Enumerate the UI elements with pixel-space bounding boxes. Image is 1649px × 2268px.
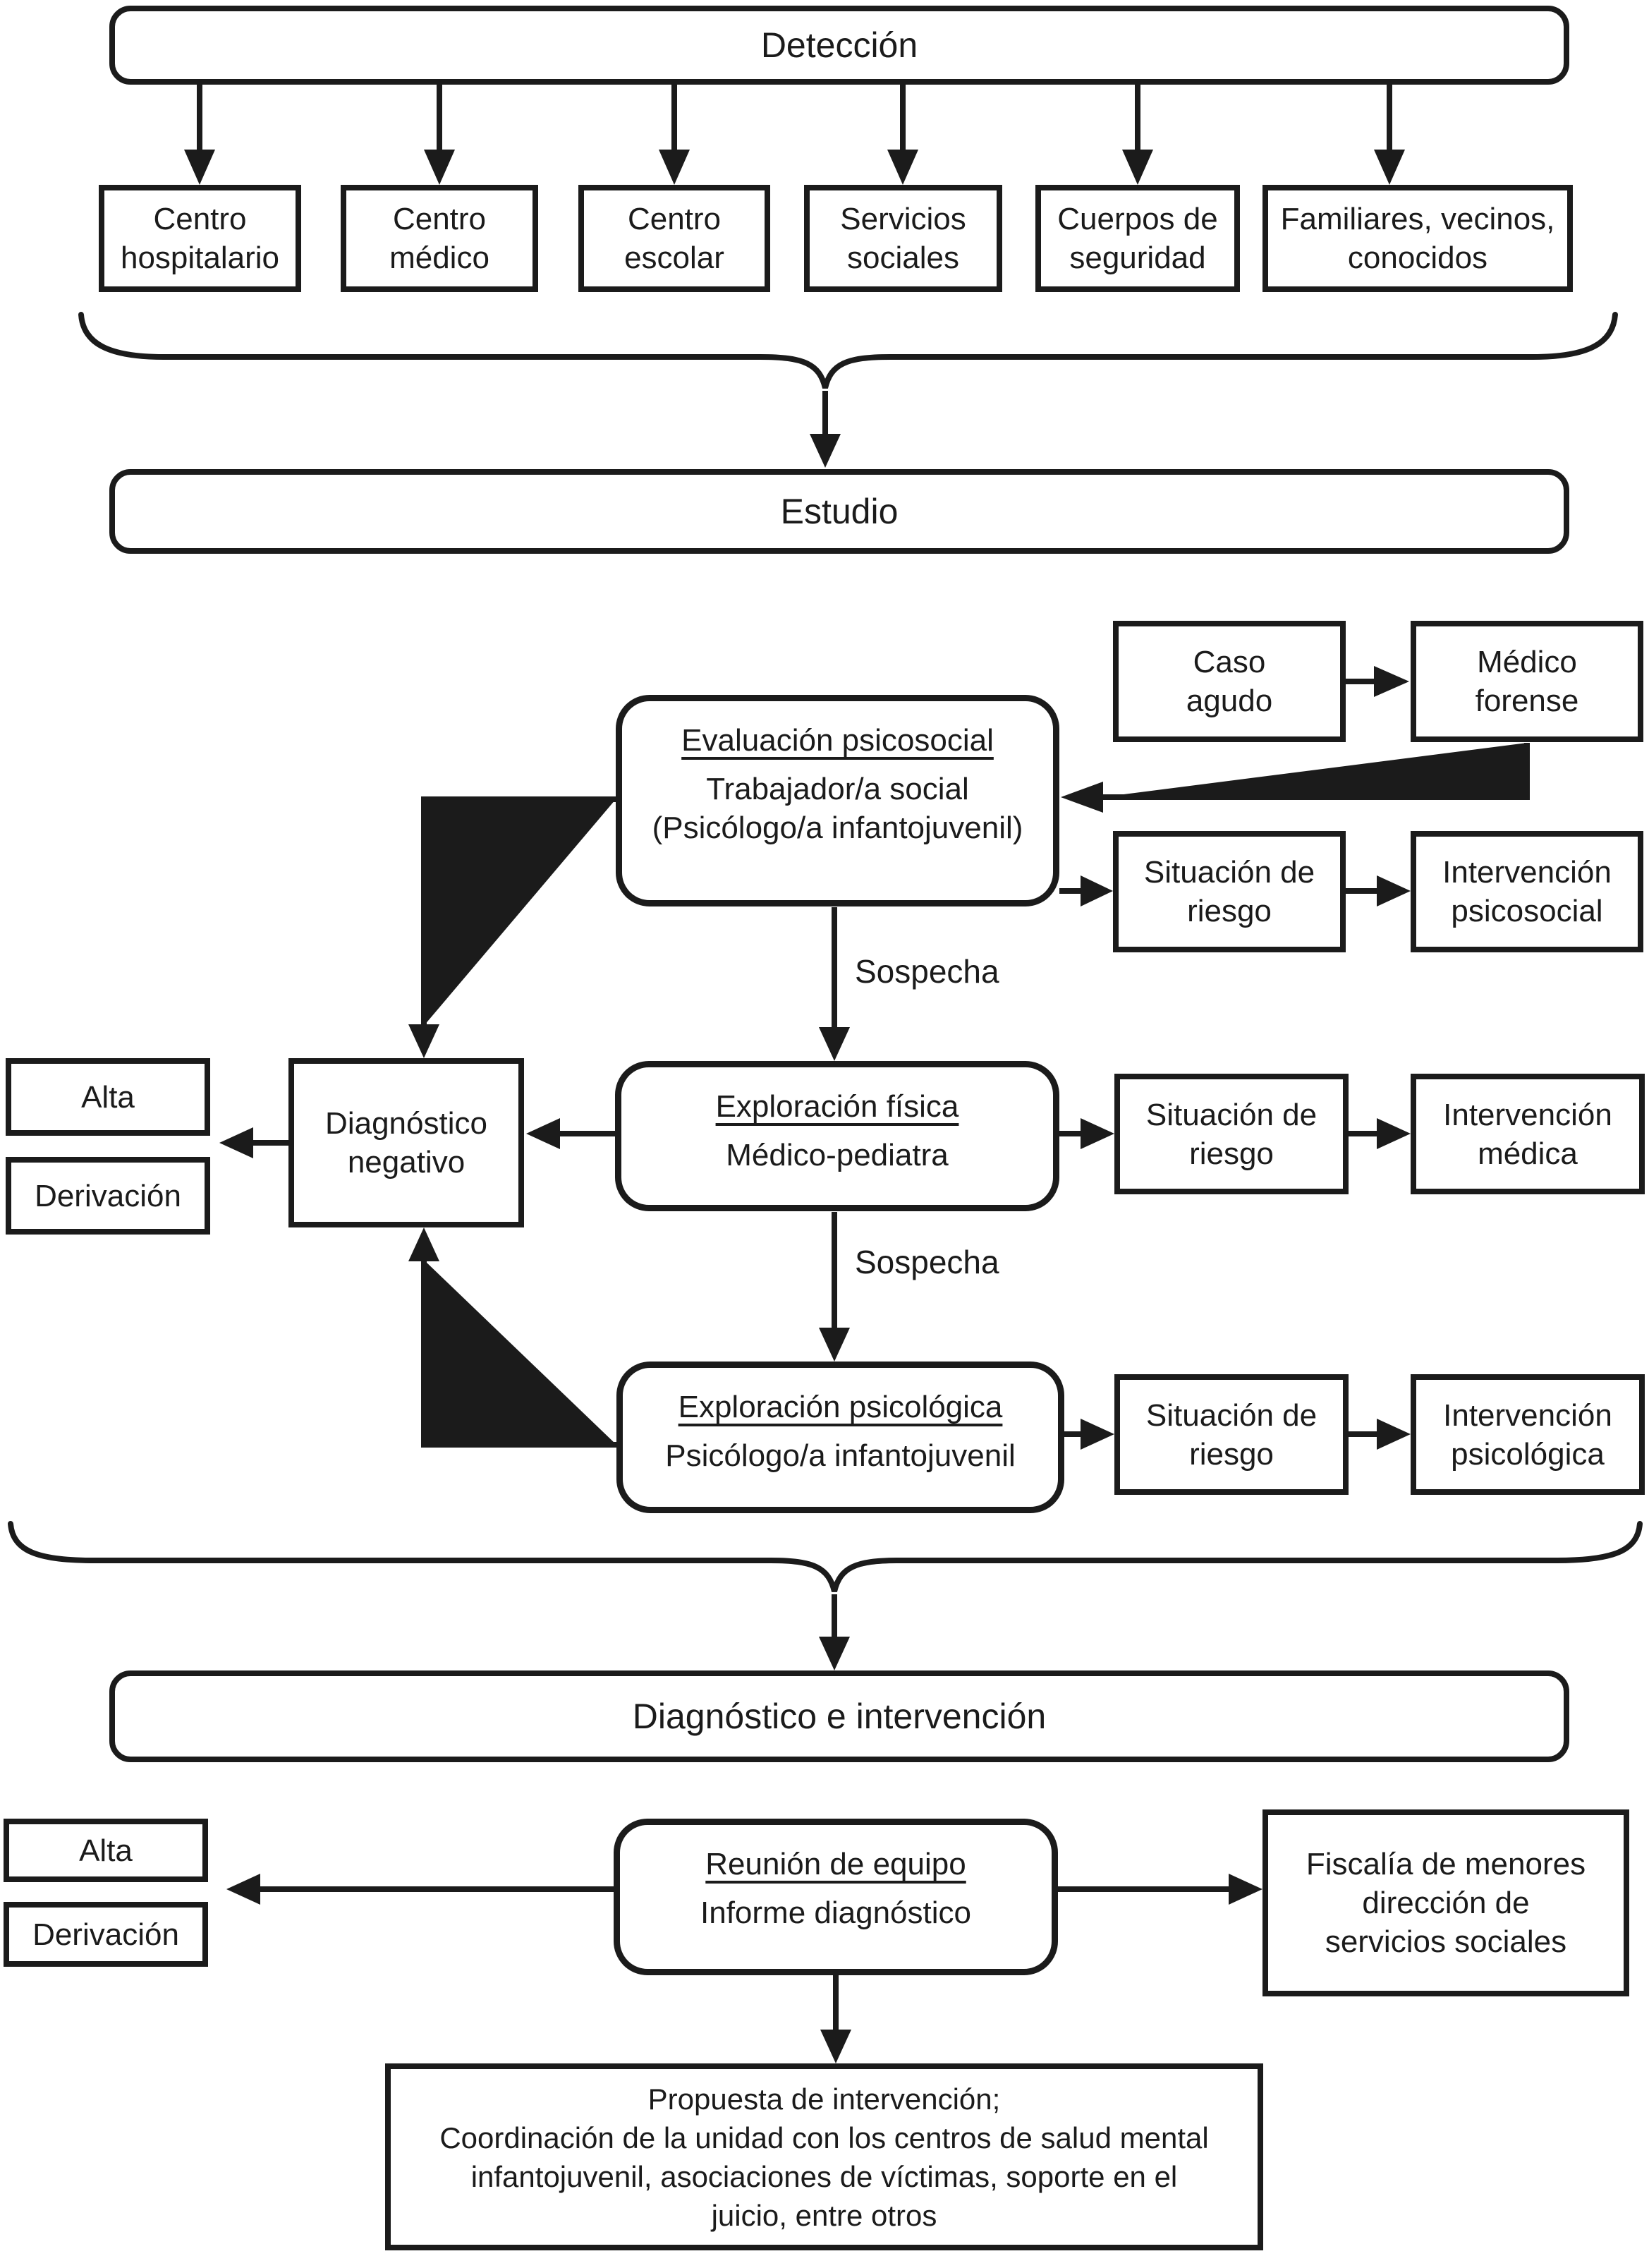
situacion3-to-intervencion3-arrow: [1349, 1419, 1411, 1450]
expfisica-to-diagnostico-arrow: [526, 1118, 615, 1149]
source-label: Centro escolar: [624, 202, 724, 275]
caso-agudo-label: Caso agudo: [1186, 645, 1273, 718]
banner-deteccion-label: Detección: [760, 25, 918, 65]
derivacion-mid-box: Derivación: [6, 1157, 210, 1235]
derivacion-label: Derivación: [32, 1917, 179, 1952]
exppsico-to-diagnostico-connector: [408, 1227, 616, 1448]
derivacion-bottom-box: Derivación: [4, 1902, 208, 1967]
propuesta-label: Propuesta de intervención; Coordinación …: [439, 2082, 1209, 2232]
source-servicios-sociales: Servicios sociales: [804, 185, 1002, 292]
forense-to-evaluacion-connector: [1061, 743, 1530, 813]
situacion-riesgo-label: Situación de riesgo: [1143, 855, 1315, 928]
situacion-riesgo-2-box: Situación de riesgo: [1114, 1074, 1349, 1194]
deteccion-to-sources-arrows: [184, 85, 1405, 185]
banner-diagnostico-intervencion: Diagnóstico e intervención: [109, 1670, 1569, 1762]
exploracion-psicologica-staff: Psicólogo/a infantojuvenil: [665, 1438, 1016, 1473]
reunion-staff: Informe diagnóstico: [700, 1896, 971, 1930]
propuesta-box: Propuesta de intervención; Coordinación …: [385, 2063, 1263, 2250]
sospecha1-arrow: [819, 907, 850, 1061]
exppsico-to-situacion3-arrow: [1064, 1419, 1114, 1450]
situacion2-to-intervencion2-arrow: [1349, 1118, 1411, 1149]
exploracion-fisica-box: Exploración física Médico-pediatra: [615, 1061, 1059, 1211]
evaluacion-staff2: (Psicólogo/a infantojuvenil): [652, 811, 1023, 845]
source-label: Servicios sociales: [840, 202, 966, 275]
sospecha-label-2: Sospecha: [855, 1243, 999, 1282]
intervencion-medica-box: Intervención médica: [1411, 1074, 1645, 1194]
situacion-riesgo-label: Situación de riesgo: [1145, 1397, 1318, 1472]
reunion-to-propuesta-arrow: [820, 1975, 851, 2063]
evaluacion-title: Evaluación psicosocial: [681, 723, 994, 758]
intervencion-psicosocial-box: Intervención psicosocial: [1411, 831, 1643, 952]
derivacion-label: Derivación: [35, 1178, 181, 1213]
reunion-equipo-box: Reunión de equipo Informe diagnóstico: [614, 1819, 1058, 1975]
medico-forense-box: Médico forense: [1411, 621, 1643, 742]
medico-forense-label: Médico forense: [1475, 645, 1579, 718]
alta-bottom-box: Alta: [4, 1819, 208, 1882]
source-label: Cuerpos de seguridad: [1057, 202, 1218, 275]
expfisica-to-situacion2-arrow: [1059, 1118, 1114, 1149]
caso-to-forense-arrow: [1346, 666, 1409, 697]
evaluacion-to-diagnostico-connector: [408, 796, 616, 1058]
sospecha-text: Sospecha: [855, 953, 999, 990]
alta-mid-box: Alta: [6, 1058, 210, 1136]
source-label: Centro hospitalario: [120, 202, 280, 275]
evaluacion-to-situacion1-arrow: [1059, 875, 1113, 906]
banner-deteccion: Detección: [109, 6, 1569, 85]
caso-agudo-box: Caso agudo: [1113, 621, 1346, 742]
reunion-to-fiscalia-arrow: [1058, 1874, 1262, 1905]
evaluacion-staff1: Trabajador/a social: [706, 772, 969, 806]
fiscalia-box: Fiscalía de menores dirección de servici…: [1262, 1809, 1629, 1996]
intervencion-label: Intervención médica: [1443, 1097, 1612, 1171]
intervencion-label: Intervención psicosocial: [1442, 855, 1612, 928]
source-label: Familiares, vecinos, conocidos: [1280, 202, 1555, 275]
source-centro-escolar: Centro escolar: [578, 185, 770, 292]
diagnostico-negativo-label: Diagnóstico negativo: [325, 1106, 487, 1180]
diagnostico-negativo-box: Diagnóstico negativo: [288, 1058, 524, 1227]
brace-estudio: [8, 1521, 1643, 1593]
evaluacion-psicosocial-box: Evaluación psicosocial Trabajador/a soci…: [616, 695, 1059, 906]
source-centro-hospitalario: Centro hospitalario: [99, 185, 301, 292]
situacion-riesgo-1-box: Situación de riesgo: [1113, 831, 1346, 952]
brace-to-estudio-arrow: [810, 391, 841, 468]
source-centro-medico: Centro médico: [341, 185, 538, 292]
situacion1-to-intervencion1-arrow: [1346, 875, 1411, 906]
source-cuerpos-seguridad: Cuerpos de seguridad: [1035, 185, 1240, 292]
alta-label: Alta: [81, 1079, 135, 1115]
source-familiares-vecinos: Familiares, vecinos, conocidos: [1262, 185, 1573, 292]
banner-estudio-label: Estudio: [780, 491, 899, 531]
brace-to-diagnostico-arrow: [819, 1594, 850, 1670]
exploracion-psicologica-box: Exploración psicológica Psicólogo/a infa…: [616, 1362, 1064, 1513]
alta-label: Alta: [79, 1833, 133, 1868]
sospecha-text: Sospecha: [855, 1244, 999, 1280]
banner-diagnostico-label: Diagnóstico e intervención: [632, 1696, 1047, 1736]
exploracion-fisica-title: Exploración física: [715, 1089, 959, 1124]
sospecha2-arrow: [819, 1212, 850, 1362]
source-label: Centro médico: [389, 202, 489, 275]
sospecha-label-1: Sospecha: [855, 952, 999, 991]
fiscalia-label: Fiscalía de menores dirección de servici…: [1306, 1847, 1586, 1959]
reunion-title: Reunión de equipo: [705, 1847, 966, 1881]
diagnostico-to-alta-arrow: [219, 1127, 288, 1158]
situacion-riesgo-3-box: Situación de riesgo: [1114, 1374, 1349, 1495]
intervencion-psicologica-box: Intervención psicológica: [1411, 1374, 1645, 1495]
exploracion-fisica-staff: Médico-pediatra: [726, 1138, 949, 1172]
reunion-to-alta-arrow: [226, 1874, 614, 1905]
situacion-riesgo-label: Situación de riesgo: [1145, 1097, 1318, 1171]
intervencion-label: Intervención psicológica: [1443, 1397, 1612, 1472]
brace-detection: [78, 312, 1618, 389]
banner-estudio: Estudio: [109, 469, 1569, 554]
exploracion-psicologica-title: Exploración psicológica: [678, 1390, 1003, 1424]
